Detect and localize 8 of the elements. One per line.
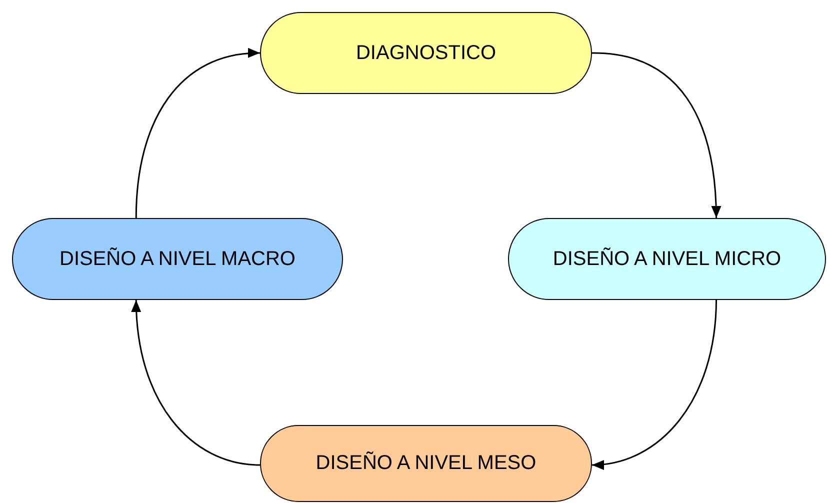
node-label: DISEÑO A NIVEL MACRO	[60, 248, 296, 270]
arrow	[592, 300, 718, 470]
node-label: DISEÑO A NIVEL MESO	[316, 452, 536, 475]
arrow	[592, 52, 721, 218]
node-label: DIAGNOSTICO	[356, 42, 496, 64]
arrow	[135, 48, 260, 218]
arrow	[132, 300, 260, 466]
node-label: DISEÑO A NIVEL MICRO	[552, 248, 782, 270]
